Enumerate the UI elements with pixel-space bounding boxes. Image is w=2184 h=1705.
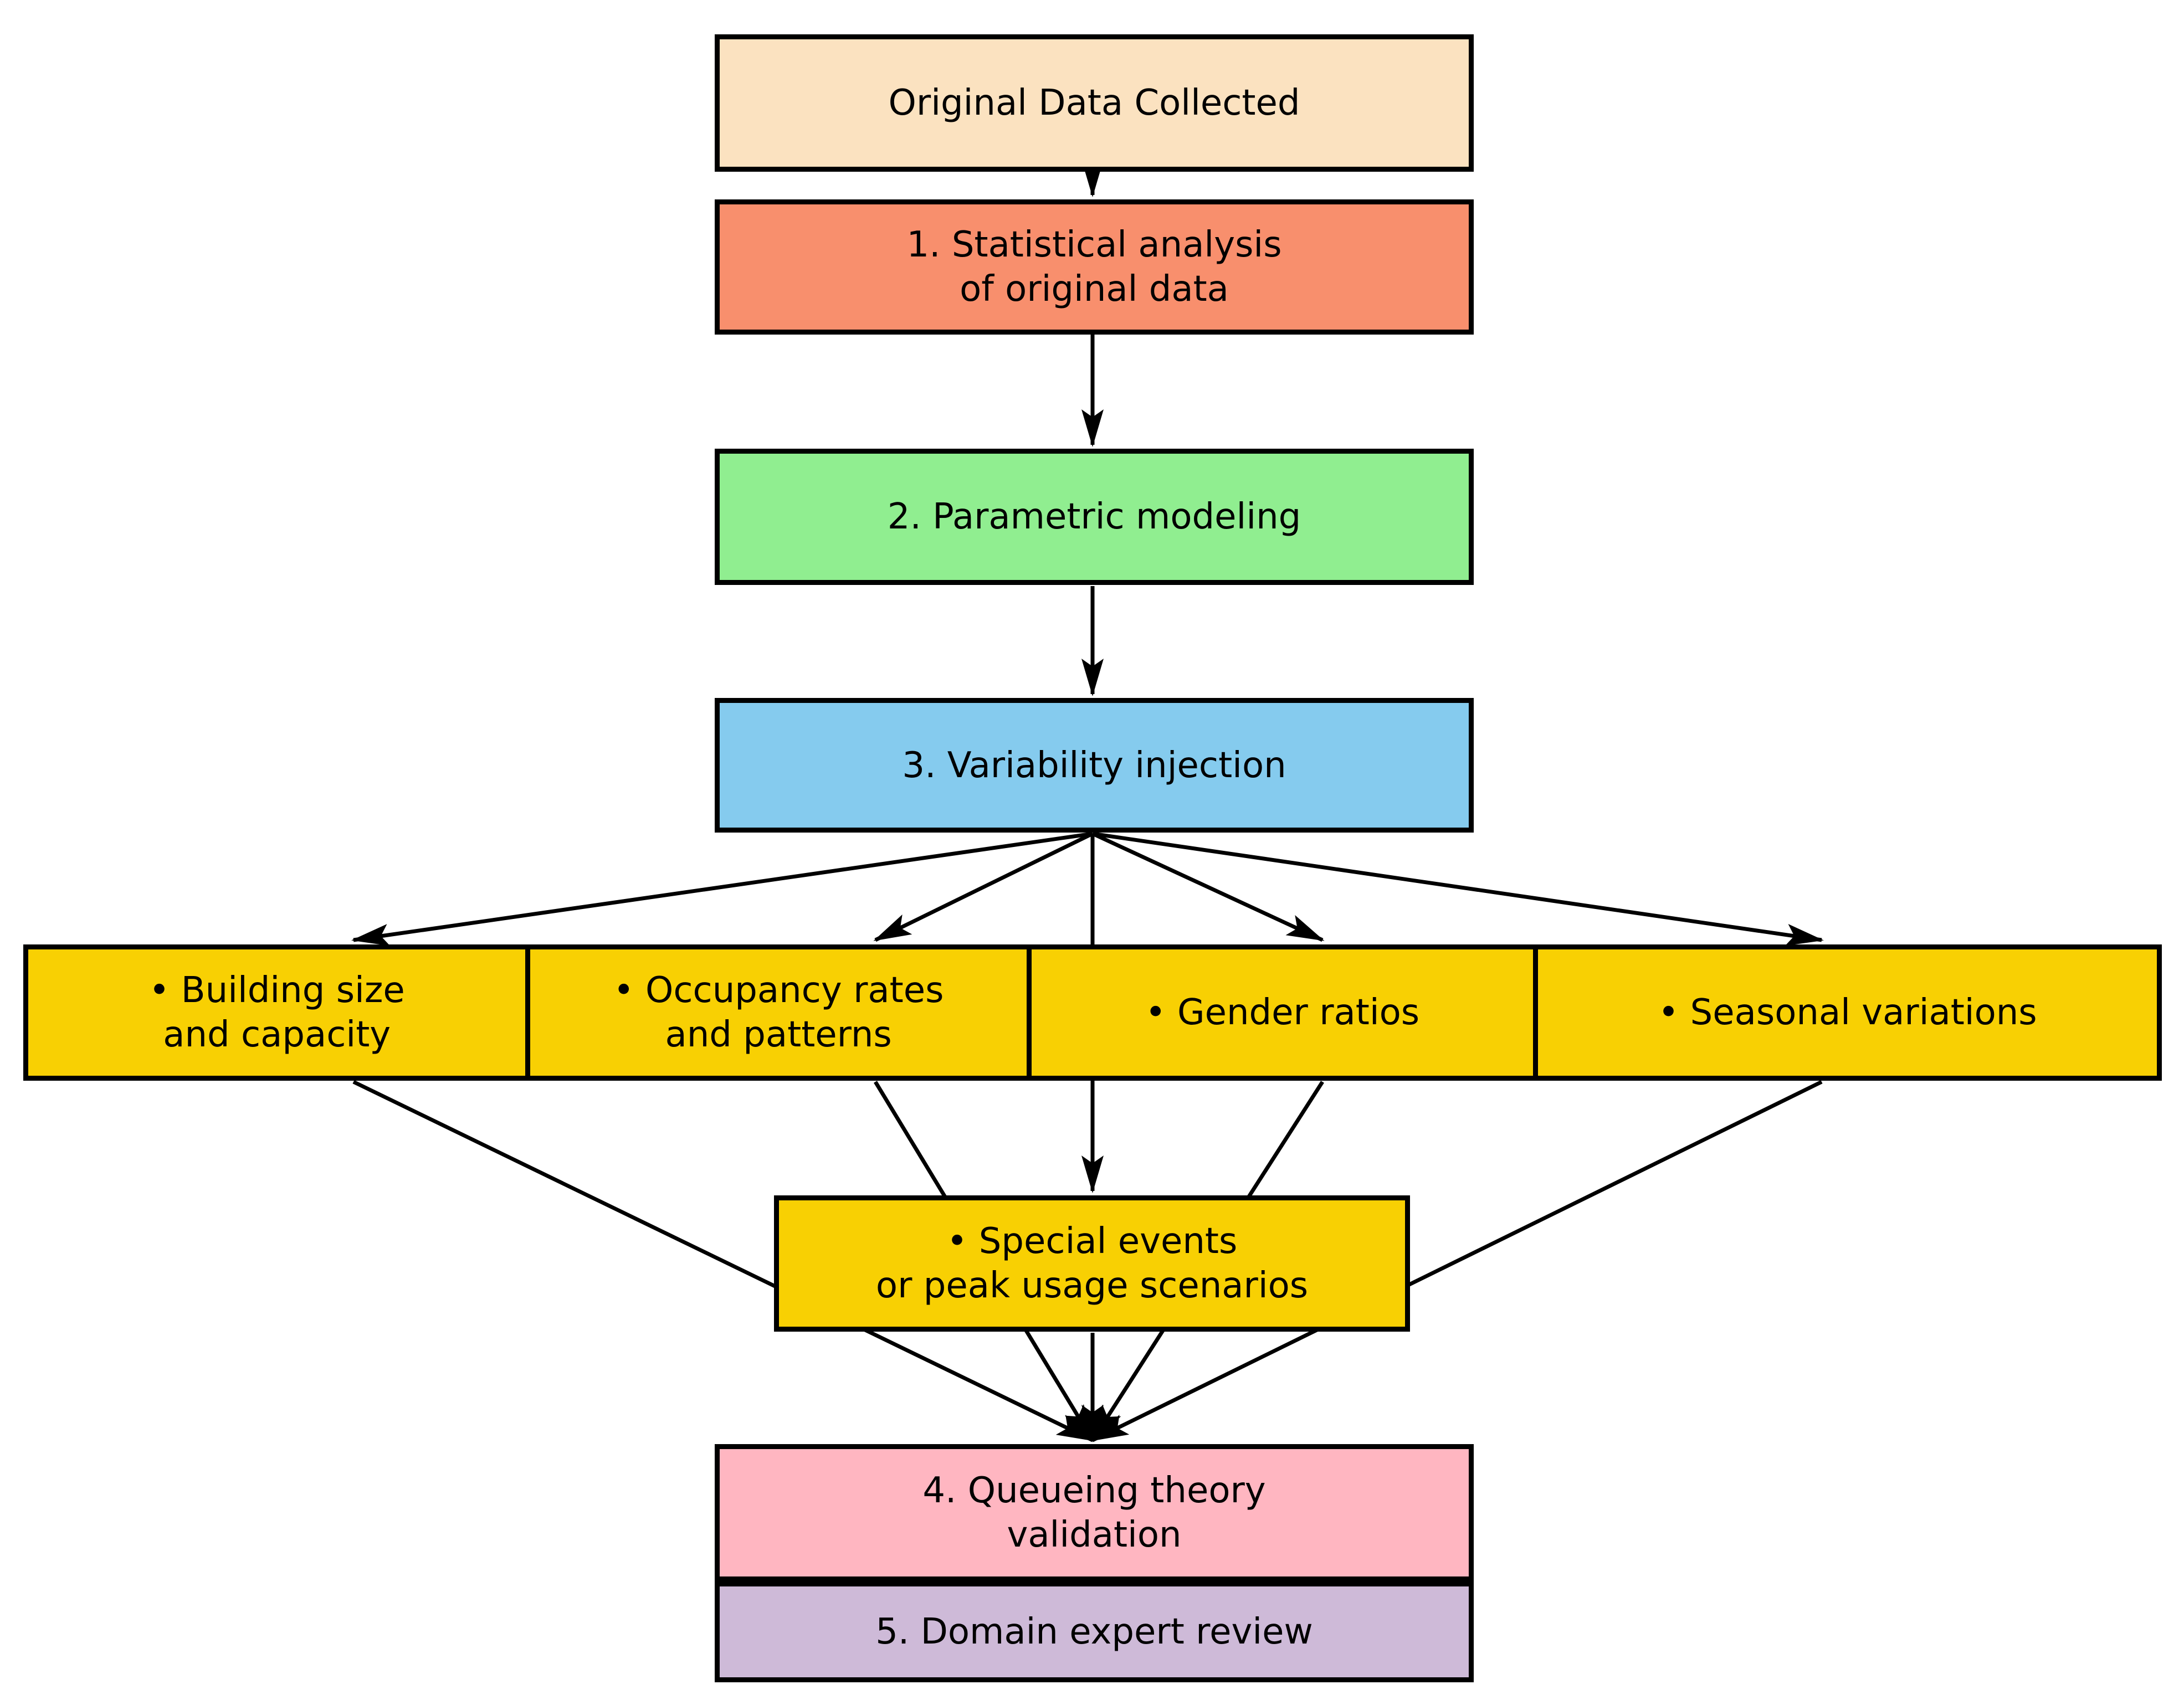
- node-statistical-analysis: 1. Statistical analysis of original data: [715, 199, 1474, 335]
- node-parametric-modeling: 2. Parametric modeling: [715, 449, 1474, 585]
- node-variability-injection: 3. Variability injection: [715, 698, 1474, 833]
- node-gender-ratios: • Gender ratios: [1026, 949, 1534, 1076]
- node-seasonal-variations: • Seasonal variations: [1533, 949, 2157, 1076]
- edge-variability-to-building-size: [351, 831, 1093, 946]
- node-special-events: • Special events or peak usage scenarios: [774, 1195, 1410, 1332]
- node-domain-expert-review: 5. Domain expert review: [715, 1581, 1474, 1682]
- edge-seasonal-to-queueing: [1090, 1080, 1823, 1442]
- node-occupancy-rates: • Occupancy rates and patterns: [525, 949, 1027, 1076]
- edge-variability-to-gender: [1091, 831, 1325, 942]
- parameter-row: • Building size and capacity • Occupancy…: [23, 944, 2162, 1081]
- node-queueing-validation: 4. Queueing theory validation: [715, 1444, 1474, 1581]
- edge-variability-to-occupancy: [873, 831, 1094, 942]
- node-original-data: Original Data Collected: [715, 34, 1474, 172]
- node-building-size: • Building size and capacity: [28, 949, 526, 1076]
- edge-variability-to-seasonal: [1092, 831, 1824, 946]
- edge-building-size-to-queueing: [352, 1080, 1095, 1442]
